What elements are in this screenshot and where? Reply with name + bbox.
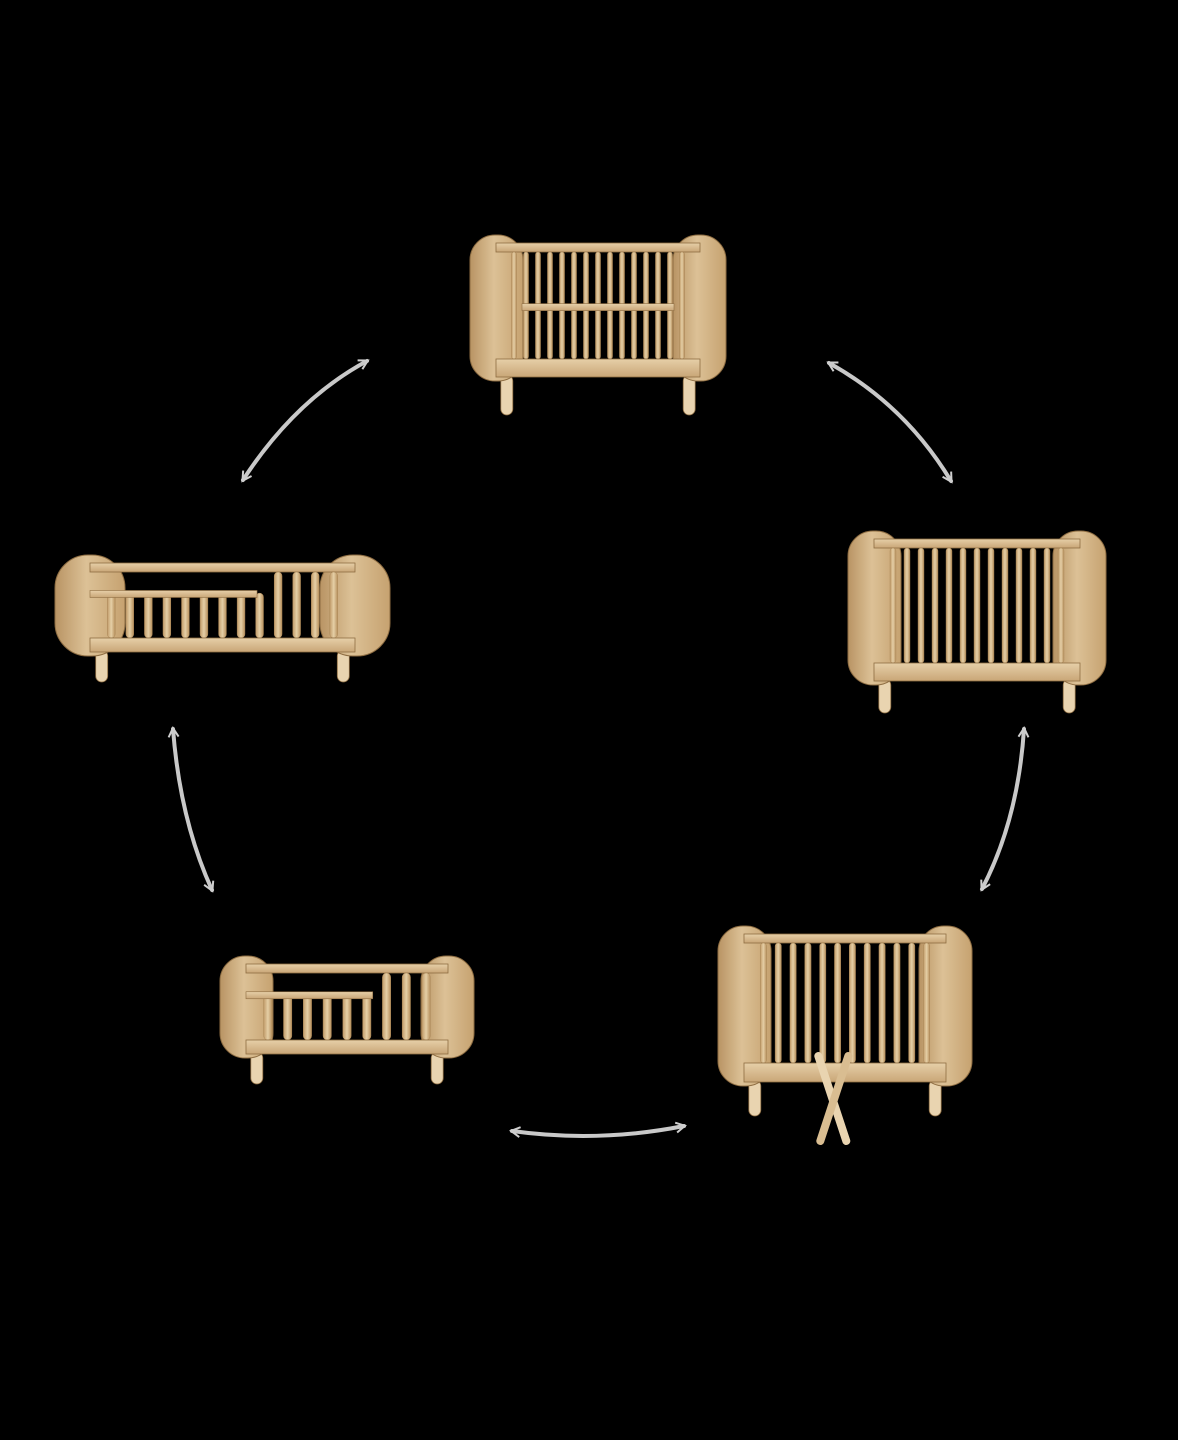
bed-spindle bbox=[1001, 547, 1009, 664]
bed-spindle bbox=[760, 942, 767, 1064]
bed-spindle bbox=[679, 251, 685, 360]
bed-spindle bbox=[945, 547, 953, 664]
bed-end-panel bbox=[219, 955, 274, 1059]
crib-low-base-icon bbox=[847, 530, 1107, 714]
bed-spindle bbox=[1015, 547, 1023, 664]
bed-spindle bbox=[959, 547, 967, 664]
junior-bed-long-icon bbox=[54, 554, 391, 683]
bed-bottom-rail bbox=[495, 358, 701, 378]
bed-spindle bbox=[199, 592, 209, 639]
bed-spindle bbox=[255, 592, 264, 639]
bed-spindle bbox=[382, 972, 391, 1041]
bed-spindle bbox=[1043, 547, 1051, 664]
bed-spindle bbox=[789, 942, 797, 1064]
bed-end-panel bbox=[847, 530, 902, 686]
bed-spindle bbox=[889, 547, 897, 664]
bed-spindle bbox=[283, 994, 293, 1041]
bed-spindle bbox=[849, 942, 856, 1064]
bed-spindle bbox=[162, 592, 172, 639]
bed-spindle bbox=[987, 547, 995, 664]
bed-end-panel bbox=[918, 925, 973, 1087]
bed-bottom-rail bbox=[89, 637, 356, 653]
bed-bottom-rail bbox=[245, 1039, 449, 1055]
bed-spindle bbox=[273, 571, 283, 639]
bed-spindle bbox=[774, 942, 782, 1064]
bed-end-panel bbox=[1052, 530, 1107, 686]
removed-leg bbox=[816, 1052, 853, 1145]
bed-spindle bbox=[931, 547, 939, 664]
double-arrow-icon bbox=[512, 1126, 684, 1138]
crib-legs-removed-icon bbox=[717, 925, 973, 1145]
bed-spindle bbox=[908, 942, 916, 1064]
bed-bottom-rail bbox=[873, 662, 1081, 682]
bed-spindle bbox=[303, 994, 312, 1041]
bed-spindle bbox=[917, 547, 925, 664]
bed-top-rail bbox=[495, 242, 701, 253]
bed-top-rail bbox=[743, 933, 947, 944]
bed-guard-rail bbox=[89, 590, 258, 598]
bed-spindle bbox=[863, 942, 871, 1064]
bed-spindle bbox=[322, 994, 332, 1041]
double-arrow-icon bbox=[829, 361, 953, 481]
bed-spindle bbox=[1029, 547, 1037, 664]
double-arrow-icon bbox=[241, 359, 367, 480]
bed-spindle bbox=[878, 942, 886, 1064]
bed-spindle bbox=[819, 942, 827, 1064]
bed-spindle bbox=[218, 592, 227, 639]
bed-spindle bbox=[107, 592, 116, 639]
bed-spindle bbox=[834, 942, 841, 1064]
bed-spindle bbox=[329, 571, 338, 639]
bed-spindle bbox=[903, 547, 911, 664]
bed-spindle bbox=[973, 547, 981, 664]
bed-end-panel bbox=[717, 925, 772, 1087]
bed-spindle bbox=[342, 994, 352, 1041]
bed-spindle bbox=[181, 592, 190, 639]
bed-spindle bbox=[1057, 547, 1065, 664]
bed-spindle bbox=[511, 251, 517, 360]
bed-spindle bbox=[125, 592, 134, 639]
bed-guard-rail bbox=[245, 991, 374, 1000]
bed-mid-bar bbox=[521, 303, 675, 311]
bed-spindle bbox=[292, 571, 301, 639]
cycle-arrows bbox=[173, 359, 1024, 1138]
crib-high-base-icon bbox=[469, 234, 727, 416]
bed-spindle bbox=[236, 592, 246, 639]
bed-spindle bbox=[362, 994, 372, 1041]
bed-spindle bbox=[421, 972, 431, 1041]
bed-end-panel bbox=[420, 955, 475, 1059]
bed-spindle bbox=[311, 571, 320, 639]
bed-spindle bbox=[923, 942, 930, 1064]
double-arrow-icon bbox=[980, 729, 1024, 889]
bed-top-rail bbox=[873, 538, 1081, 549]
junior-bed-mini-icon bbox=[219, 955, 475, 1085]
bed-spindle bbox=[263, 994, 273, 1041]
bed-top-rail bbox=[89, 562, 356, 573]
bed-top-rail bbox=[245, 963, 449, 974]
double-arrow-icon bbox=[173, 729, 212, 890]
bed-spindle bbox=[804, 942, 812, 1064]
bed-spindle bbox=[893, 942, 901, 1064]
bed-spindle bbox=[144, 592, 153, 639]
bed-spindle bbox=[401, 972, 411, 1041]
